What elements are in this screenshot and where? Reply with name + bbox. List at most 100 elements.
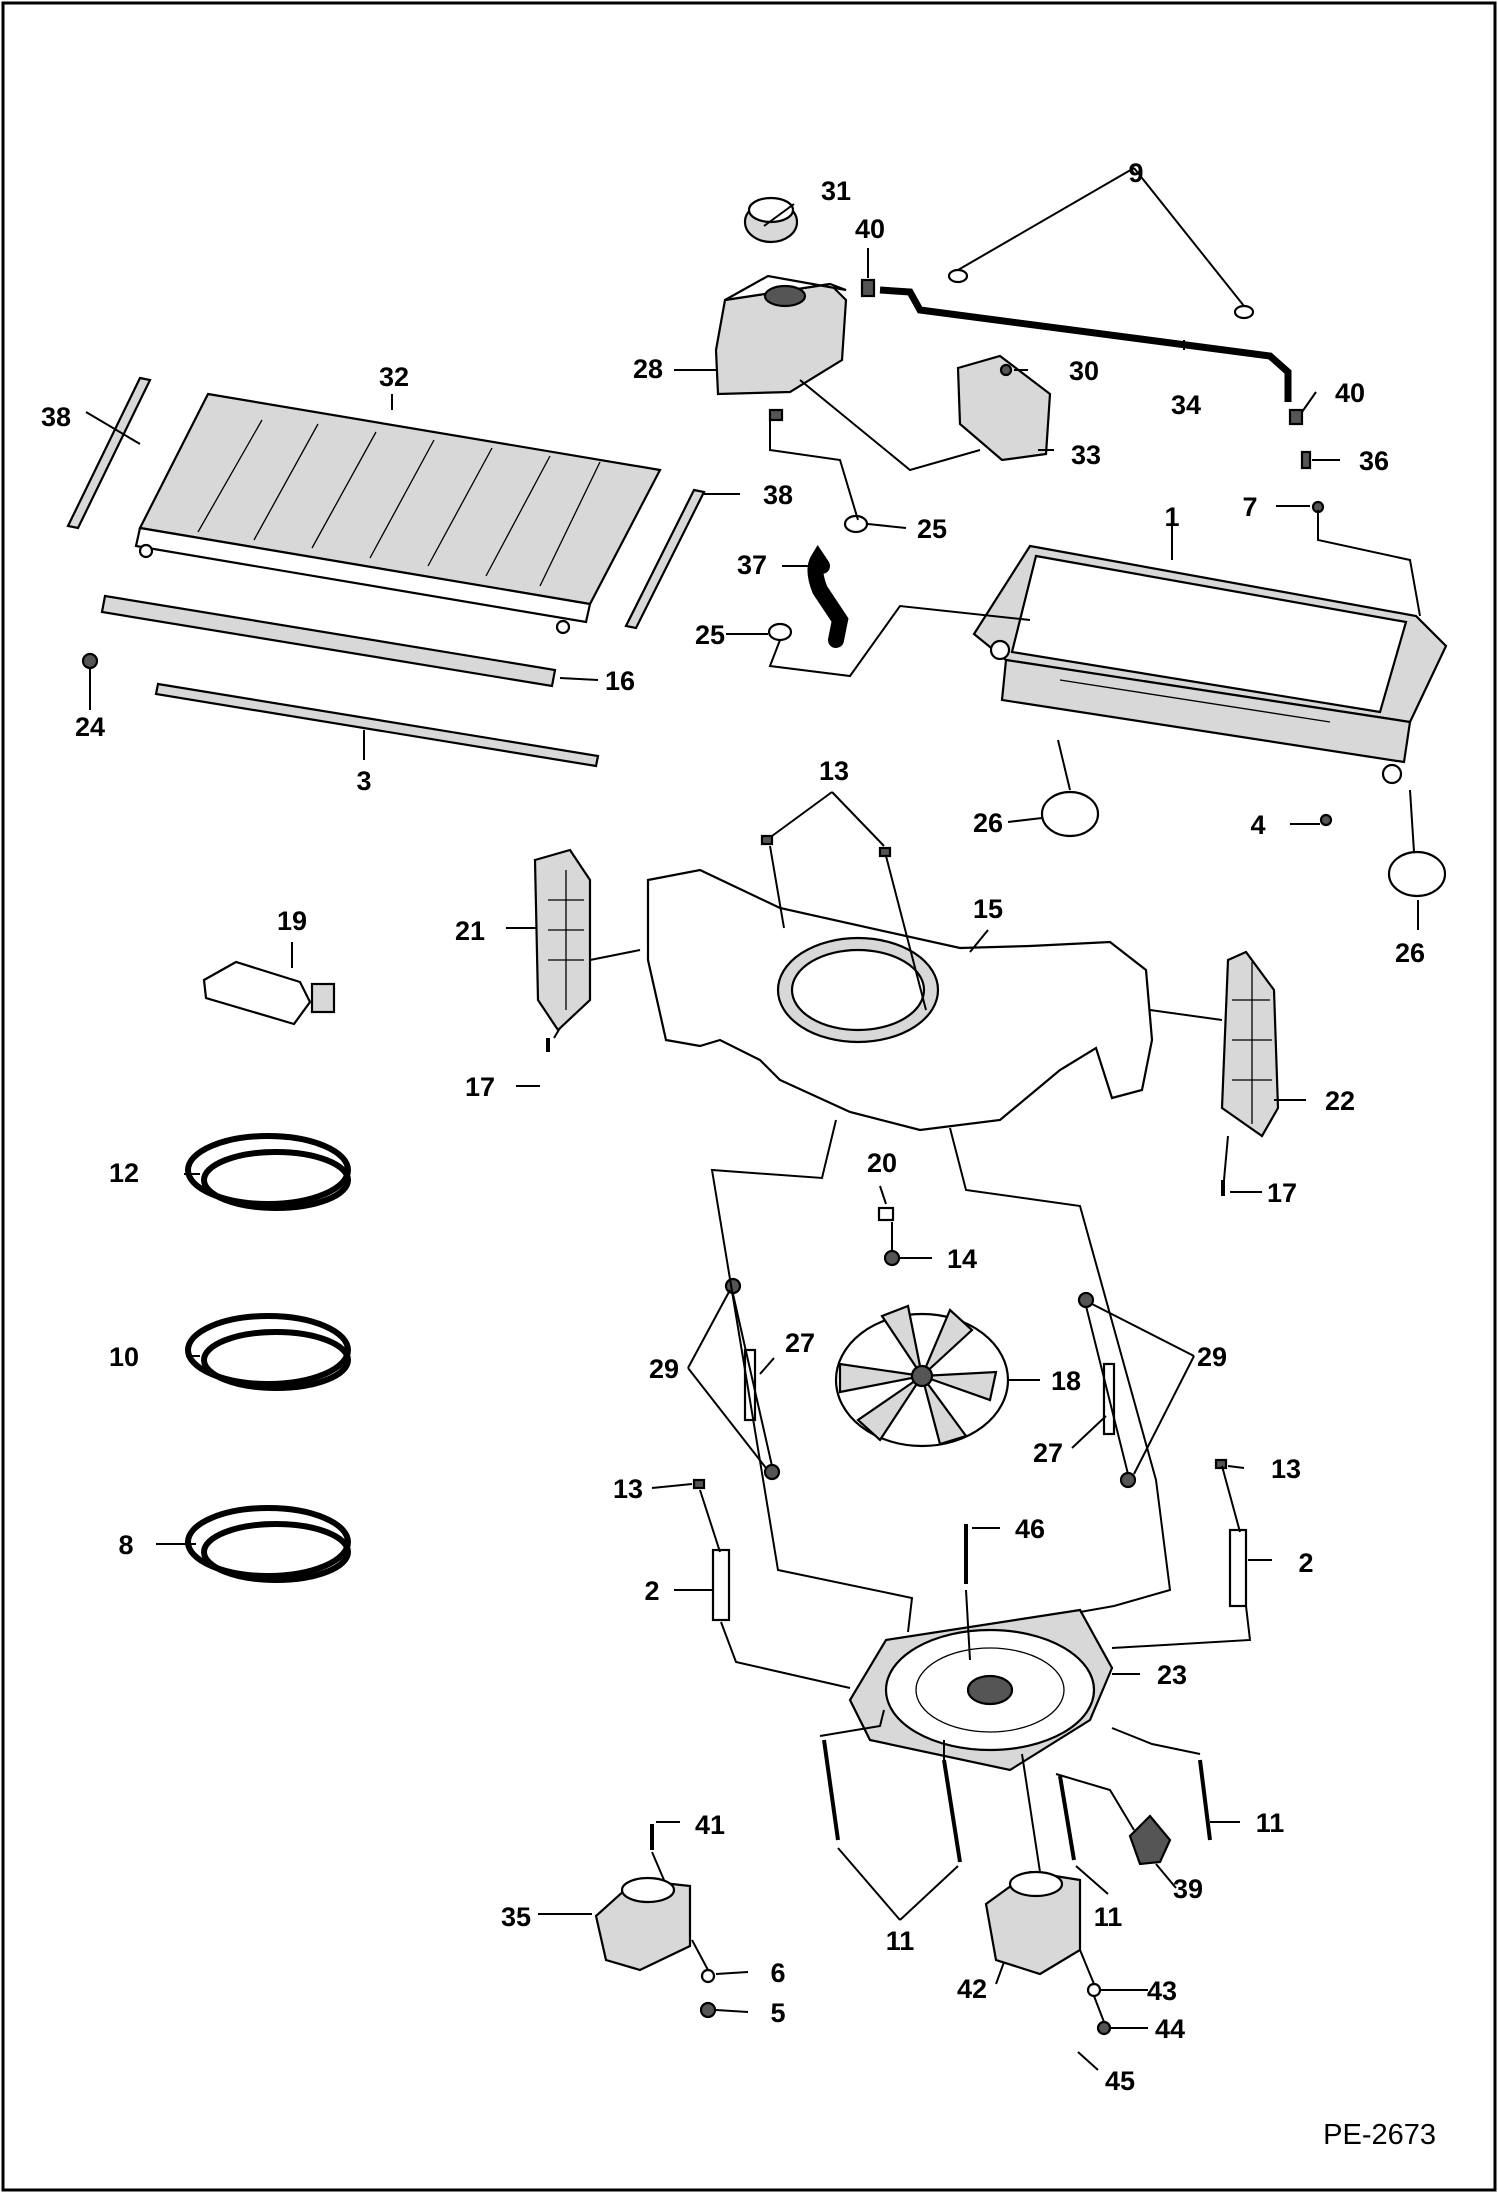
callout-1: 1 [1164,502,1179,532]
callout-31: 31 [821,176,851,206]
callout-17-left: 17 [465,1072,495,1102]
callout-17-right: 17 [1267,1178,1297,1208]
callout-29-left: 29 [649,1354,679,1384]
callout-13-left: 13 [613,1474,643,1504]
callout-34: 34 [1171,390,1201,420]
part-12-coil [185,1133,351,1211]
callout-24: 24 [75,712,105,742]
part-37-hose [807,545,849,648]
part-36-fitting [1300,450,1312,470]
callout-3: 3 [356,766,371,796]
part-16-bar [100,594,557,688]
part-42-motor [984,1870,1082,1976]
callout-27-left: 27 [785,1328,815,1358]
callout-42: 42 [957,1974,987,2004]
callout-15: 15 [973,894,1003,924]
callout-14: 14 [947,1244,977,1274]
part-5-nut [699,2001,717,2019]
callout-28: 28 [633,354,663,384]
part-43-washer [1086,1982,1102,1998]
callout-2-right: 2 [1298,1548,1313,1578]
part-4-nut [1319,813,1333,827]
part-13-clips-bottom [692,1458,1228,1490]
callout-45: 45 [1105,2066,1135,2096]
callout-44: 44 [1155,2014,1185,2044]
part-11-bolts [822,1739,1212,1863]
part-40-clamp-lower [1288,408,1304,426]
part-15-fan-shroud [646,868,1154,1132]
part-2-tubes [711,1528,1248,1622]
callout-40-upper: 40 [855,214,885,244]
callout-labels: 1 2 2 3 4 5 6 7 8 9 10 11 11 11 12 13 13… [41,158,1425,2096]
callout-16: 16 [605,666,635,696]
callout-11-middle: 11 [1094,1902,1123,1932]
callout-10: 10 [109,1342,139,1372]
callout-18: 18 [1051,1366,1081,1396]
figure-reference-code: PE-2673 [1323,2119,1436,2151]
part-13-clips-top [760,834,892,858]
callout-12: 12 [109,1158,139,1188]
callout-39: 39 [1173,1874,1203,1904]
callout-7: 7 [1242,492,1257,522]
callout-11-right: 11 [1256,1808,1285,1838]
callout-26-left: 26 [973,808,1003,838]
callout-9: 9 [1128,158,1143,188]
callout-41: 41 [695,1810,725,1840]
callout-32: 32 [379,362,409,392]
part-3-strip [154,682,600,768]
part-28-coolant-tank [714,274,848,422]
part-44-nut [1096,2020,1112,2036]
callout-36: 36 [1359,446,1389,476]
callout-35: 35 [501,1902,531,1932]
part-18-fan [834,1304,1010,1448]
callout-37: 37 [737,550,767,580]
callout-26-right: 26 [1395,938,1425,968]
callout-25-upper: 25 [917,514,947,544]
callout-2-left: 2 [644,1576,659,1606]
part-25-clamp-upper [843,514,869,534]
callout-33: 33 [1071,440,1101,470]
part-25-clamp-lower [767,622,793,642]
callout-27-right: 27 [1033,1438,1063,1468]
callout-20: 20 [867,1148,897,1178]
part-33-bracket [956,354,1052,462]
callout-38-right: 38 [763,480,793,510]
callout-6: 6 [770,1958,785,1988]
callout-43: 43 [1147,1976,1177,2006]
callout-40-lower: 40 [1335,378,1365,408]
callout-25-lower: 25 [695,620,725,650]
callout-13-top: 13 [819,756,849,786]
callout-30: 30 [1069,356,1099,386]
part-21-left-screen [533,848,592,1032]
callout-8: 8 [118,1530,133,1560]
part-38-seal-strips [66,376,706,630]
callout-4: 4 [1250,810,1265,840]
callout-22: 22 [1325,1086,1355,1116]
part-20-nut [877,1206,895,1222]
part-32-cooler-frame [134,392,662,635]
part-22-right-screen [1220,950,1280,1138]
part-10-coil [185,1313,351,1391]
callout-38-left: 38 [41,402,71,432]
part-40-clamp-upper [860,278,876,298]
callout-5: 5 [770,1998,785,2028]
part-24-nut [81,652,99,670]
callout-21: 21 [455,916,485,946]
callout-13-right: 13 [1271,1454,1301,1484]
part-6-washer [700,1968,716,1984]
part-34-hose [879,286,1292,402]
leader-lines [85,167,1419,2029]
part-19-tube [202,960,336,1026]
part-23-mount-plate [848,1608,1114,1772]
callout-29-right: 29 [1197,1342,1227,1372]
part-1-radiator [972,544,1448,785]
callout-46: 46 [1015,1514,1045,1544]
callout-11-bottom: 11 [886,1926,915,1956]
part-26-isolators [1040,790,1447,898]
part-9-clamps [947,268,1255,320]
part-8-coil [185,1505,351,1583]
callout-23: 23 [1157,1660,1187,1690]
